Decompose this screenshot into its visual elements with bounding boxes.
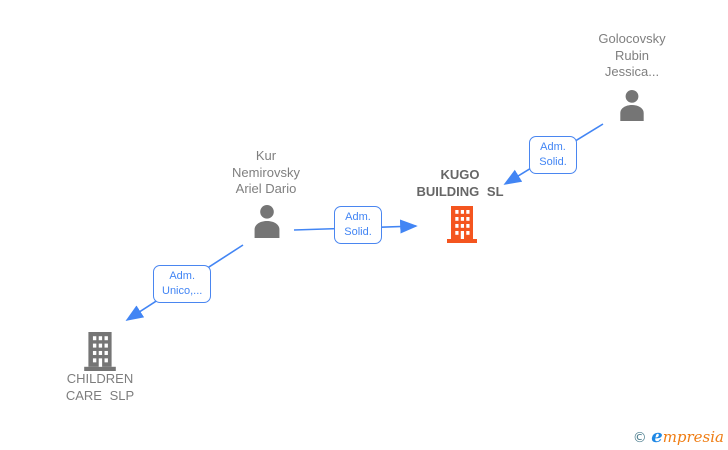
- person-name-line: Ariel Dario: [235, 181, 297, 196]
- edge-label-line: Unico,...: [162, 285, 203, 297]
- person-name-line: Kur: [255, 148, 277, 163]
- logo-text: mpresia: [662, 428, 724, 446]
- edge-label-kur-to-children: Adm. Unico,...: [153, 265, 212, 303]
- node-person-golocovsky[interactable]: Golocovsky Rubin Jessica...: [557, 31, 707, 81]
- copyright-icon: ©: [632, 430, 647, 446]
- node-company-kugo[interactable]: KUGO BUILDING SL: [385, 167, 535, 200]
- edge-label-line: Solid.: [539, 156, 567, 168]
- building-icon[interactable]: [83, 332, 117, 371]
- building-icon[interactable]: [446, 206, 478, 243]
- person-name-line: Nemirovsky: [232, 164, 300, 180]
- empresia-logo[interactable]: © empresia: [633, 426, 724, 447]
- node-company-children[interactable]: CHILDREN CARE SLP: [25, 371, 175, 404]
- person-name-line: Golocovsky: [598, 31, 666, 46]
- edge-label-line: Adm.: [169, 270, 196, 282]
- company-name-line: CHILDREN: [66, 371, 134, 386]
- person-name-line: Rubin: [615, 47, 649, 63]
- person-icon[interactable]: [617, 89, 647, 121]
- node-person-kur[interactable]: Kur Nemirovsky Ariel Dario: [191, 148, 341, 198]
- company-name-line: BUILDING SL: [416, 183, 504, 199]
- person-name-line: Jessica...: [604, 64, 660, 79]
- person-icon[interactable]: [251, 204, 283, 238]
- edge-label-line: Adm.: [345, 211, 371, 223]
- edge-label-line: Solid.: [344, 226, 372, 238]
- edge-label-kur-to-kugo: Adm. Solid.: [334, 206, 382, 244]
- company-name-line: CARE SLP: [65, 387, 135, 403]
- company-name-line: KUGO: [440, 167, 480, 182]
- edge-label-golocovsky-to-kugo: Adm. Solid.: [529, 136, 577, 174]
- logo-letter-e: e: [651, 426, 663, 447]
- edge-label-line: Adm.: [540, 141, 566, 153]
